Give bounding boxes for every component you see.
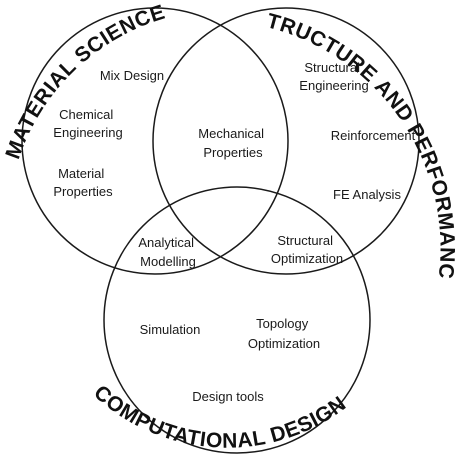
label-reinforcement: Reinforcement: [331, 128, 416, 143]
label-analytical-modelling: Analytical Modelling: [138, 235, 197, 269]
label-material-properties: Material Properties: [53, 166, 113, 199]
label-design-tools: Design tools: [192, 389, 264, 404]
label-mechanical-properties: Mechanical Properties: [198, 126, 267, 160]
label-structural-optimization: Structural Optimization: [271, 233, 343, 266]
label-fe-analysis: FE Analysis: [333, 187, 401, 202]
structure-performance-circle: [152, 7, 420, 275]
label-simulation: Simulation: [140, 322, 201, 337]
label-structural-engineering: Structural Engineering: [299, 60, 368, 93]
computational-design-circle: [103, 186, 371, 454]
label-topology-optimization: Topology Optimization: [248, 316, 320, 351]
material-science-circle: [21, 7, 289, 275]
label-mix-design: Mix Design: [100, 68, 164, 83]
label-chemical-engineering: Chemical Engineering: [53, 107, 122, 140]
